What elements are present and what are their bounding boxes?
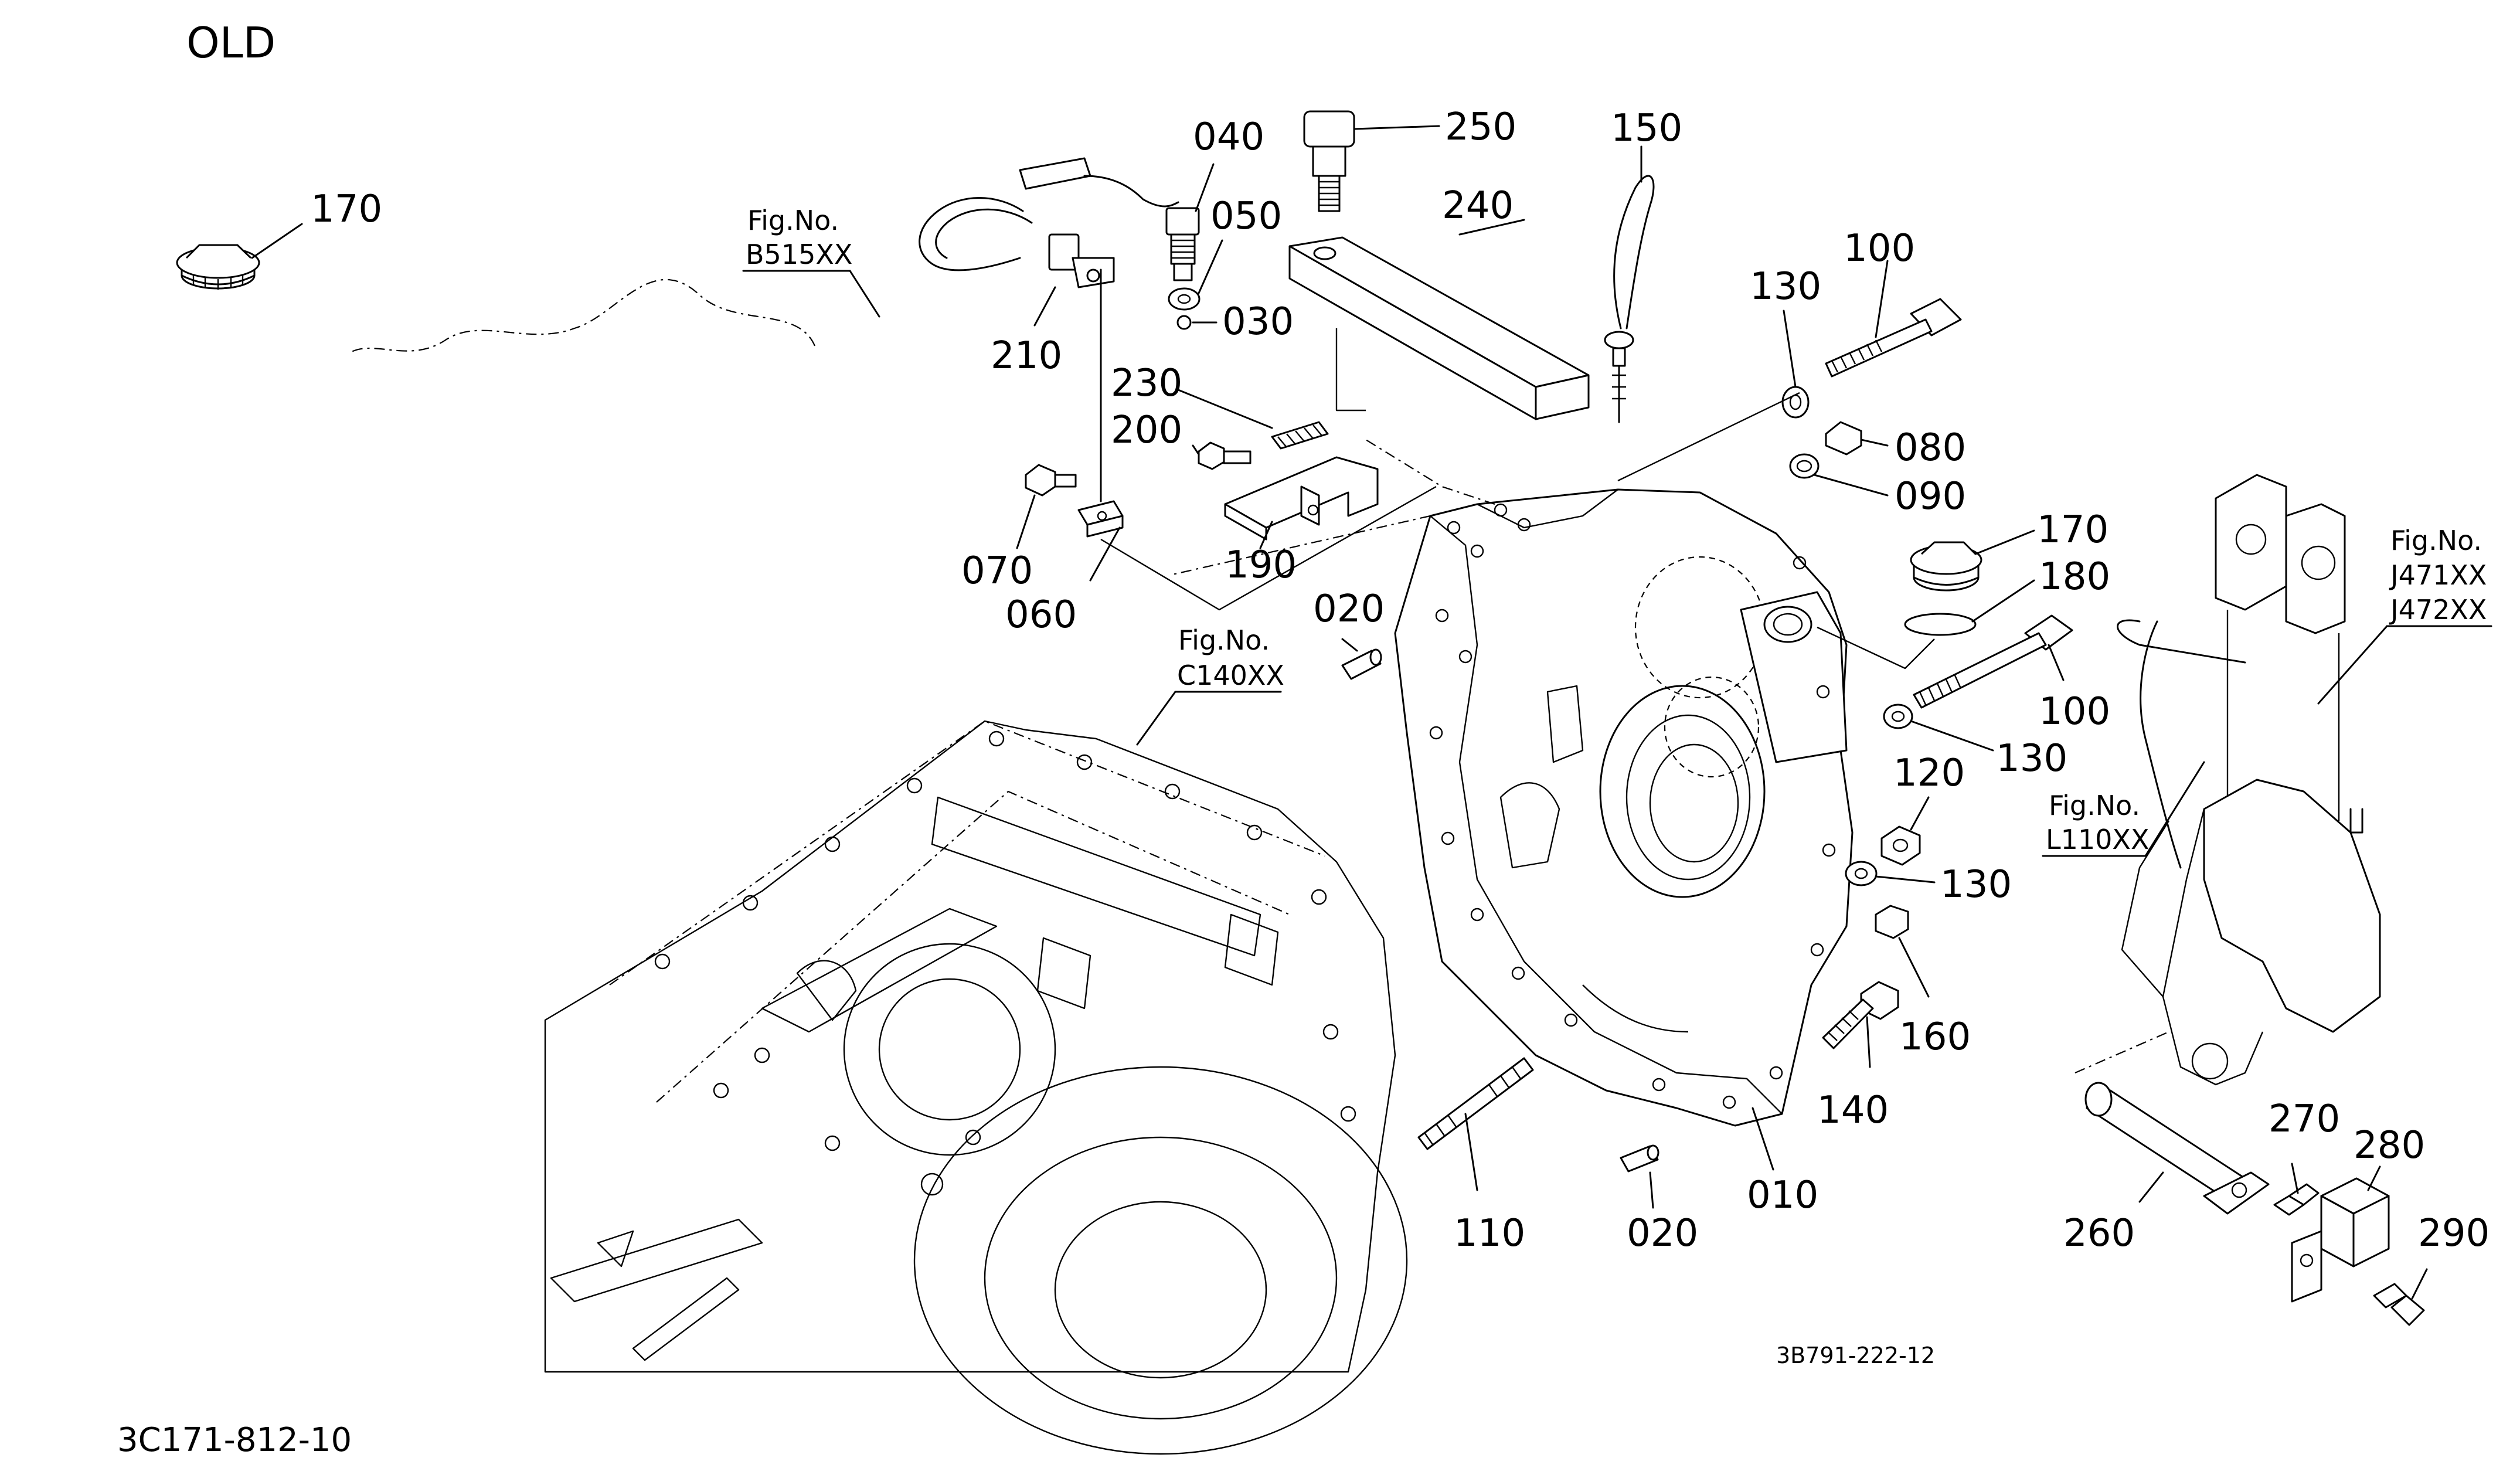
callout-280: 280	[2354, 1124, 2425, 1167]
callout-250: 250	[1445, 106, 1516, 149]
callout-160: 160	[1899, 1015, 1971, 1059]
fig-ref-c140-code: C140XX	[1177, 660, 1284, 691]
fig-ref-j47-code1: J471XX	[2389, 559, 2487, 591]
callout-150: 150	[1611, 107, 1682, 150]
transmission-case-drawing	[544, 720, 1408, 1455]
callout-130-low: 130	[1940, 863, 2012, 906]
nut-120-drawing	[1880, 825, 1921, 866]
callout-080: 080	[1895, 426, 1966, 470]
fig-ref-b515-label: Fig.No.	[747, 205, 839, 236]
alignment-line-2	[1335, 328, 1366, 412]
callout-030: 030	[1222, 300, 1294, 344]
fig-ref-l110-label: Fig.No.	[2049, 790, 2140, 821]
pin-260-drawing	[2084, 1082, 2270, 1215]
clamp-060-drawing	[1077, 269, 1124, 538]
bolt-100-top-drawing	[1825, 298, 1962, 378]
callout-010: 010	[1747, 1174, 1818, 1217]
callout-120: 120	[1893, 752, 1965, 795]
bolt-140-drawing	[1822, 981, 1899, 1049]
bolt-250-drawing	[1303, 110, 1355, 212]
dowel-020-bottom-drawing	[1620, 1144, 1659, 1173]
callout-050: 050	[1210, 195, 1282, 238]
callout-040: 040	[1193, 115, 1264, 159]
bolt-160-drawing	[1875, 905, 1909, 939]
cap-170-right-drawing	[1910, 541, 1982, 592]
callout-290: 290	[2418, 1212, 2490, 1255]
callout-130-mid: 130	[1996, 737, 2067, 780]
callout-180: 180	[2039, 555, 2110, 599]
stud-110-drawing	[1417, 1057, 1534, 1150]
block-280-drawing	[2291, 1177, 2390, 1303]
bolt-200-drawing	[1198, 441, 1252, 470]
callout-070: 070	[961, 549, 1033, 593]
callout-090: 090	[1895, 475, 1966, 518]
callout-210: 210	[991, 334, 1062, 378]
plate-230-drawing	[1271, 421, 1329, 450]
bolt-290-drawing	[2373, 1283, 2425, 1326]
dipstick-150-drawing	[1604, 175, 1655, 423]
washer-130-low-drawing	[1845, 861, 1878, 886]
callout-200: 200	[1111, 409, 1182, 452]
callout-100-top: 100	[1844, 227, 1915, 270]
callout-170-top: 170	[311, 188, 382, 231]
callout-240: 240	[1442, 184, 1514, 227]
callout-020-bottom: 020	[1627, 1212, 1698, 1255]
lift-bracket-drawing	[2075, 474, 2381, 1086]
bracket-190-drawing	[1224, 456, 1379, 541]
callout-060: 060	[1005, 593, 1077, 637]
bolt-100-right-drawing	[1913, 614, 2073, 709]
part-170-cap-drawing	[176, 244, 260, 290]
alignment-line-3	[1617, 392, 1800, 482]
wire-harness-drawing	[351, 157, 1179, 352]
housing-010-drawing	[1172, 439, 1854, 1127]
fig-ref-b515-code: B515XX	[746, 239, 852, 270]
diagram-code: 3C171-812-10	[117, 1421, 352, 1459]
callout-190: 190	[1225, 543, 1297, 587]
bar-240-drawing	[1288, 236, 1590, 420]
seal-090-drawing	[1789, 453, 1820, 479]
alignment-line	[1100, 485, 1437, 611]
callout-230: 230	[1111, 362, 1182, 405]
fig-ref-j47-label: Fig.No.	[2390, 525, 2482, 556]
dowel-020-top-drawing	[1341, 648, 1382, 680]
callout-020-top: 020	[1313, 587, 1385, 631]
washer-130-top-drawing	[1781, 386, 1810, 419]
callout-140: 140	[1817, 1089, 1889, 1132]
figure-code: 3B791-222-12	[1776, 1343, 1935, 1368]
callout-260: 260	[2063, 1212, 2135, 1255]
fig-ref-j47-code2: J472XX	[2389, 594, 2487, 626]
callout-110: 110	[1454, 1212, 1525, 1255]
callout-170-right: 170	[2037, 508, 2108, 552]
bolt-070-drawing	[1025, 464, 1077, 497]
callout-100-right: 100	[2039, 690, 2110, 733]
callout-270: 270	[2269, 1097, 2340, 1141]
fig-ref-l110-code: L110XX	[2046, 824, 2149, 855]
callout-130-top: 130	[1750, 265, 1821, 308]
plug-080-drawing	[1825, 421, 1862, 456]
ball-030-drawing	[1176, 315, 1192, 330]
washer-050-drawing	[1168, 287, 1201, 311]
washer-130-mid-drawing	[1883, 704, 1913, 729]
page-title: OLD	[186, 18, 276, 67]
oring-180-drawing	[1904, 613, 1977, 636]
fig-ref-c140-label: Fig.No.	[1178, 624, 1270, 656]
sensor-040-drawing	[1165, 207, 1200, 281]
bolt-270-drawing	[2273, 1183, 2320, 1216]
